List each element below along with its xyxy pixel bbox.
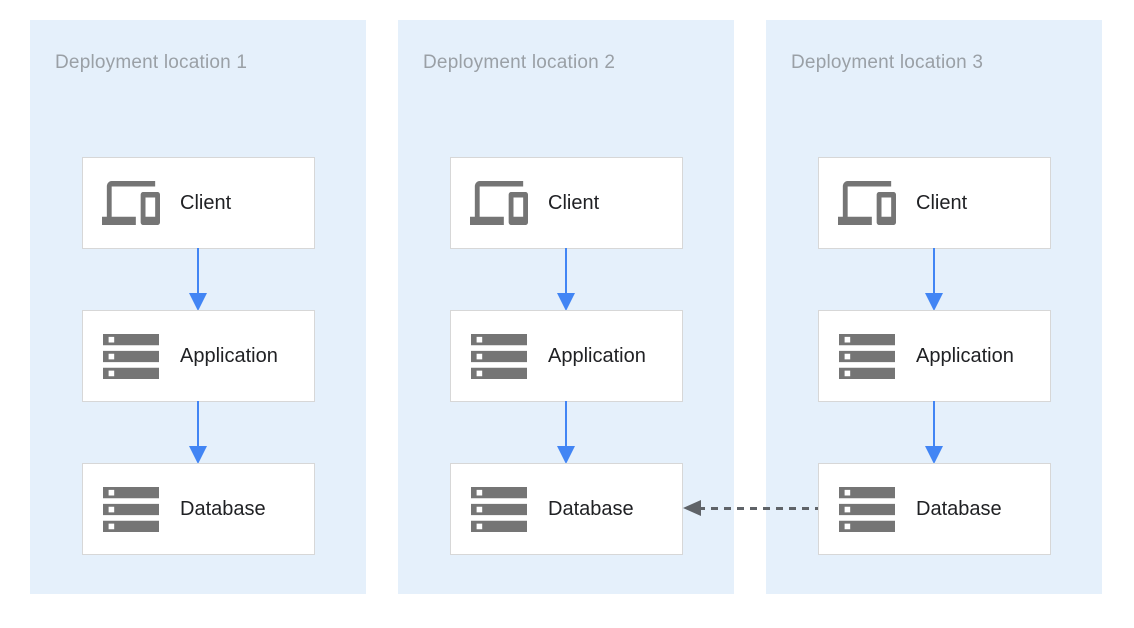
database-node: Database [82,463,315,555]
devices-icon [101,181,161,225]
application-node: Application [82,310,315,402]
panel-title: Deployment location 2 [423,52,616,73]
node-label: Client [916,191,968,214]
devices-icon [469,181,529,225]
arrow-shaft [933,248,935,294]
server-stack-icon [469,333,529,379]
node-label: Application [916,344,1014,367]
devices-icon [837,181,897,225]
arrow-head-icon [925,446,943,464]
node-label: Application [548,344,646,367]
arrow-head-icon [189,446,207,464]
node-label: Client [180,191,232,214]
arrow-client-to-application [189,248,207,311]
node-label: Client [548,191,600,214]
client-node: Client [450,157,683,249]
arrow-head-icon [925,293,943,311]
server-stack-icon [101,486,161,532]
arrow-head-icon [557,446,575,464]
database-node: Database [450,463,683,555]
application-node: Application [818,310,1051,402]
deployment-location-2-panel: Deployment location 2 Client Application [398,20,734,594]
application-node: Application [450,310,683,402]
arrow-shaft [565,401,567,447]
node-label: Database [916,497,1002,520]
arrow-shaft [197,401,199,447]
arrow-shaft [565,248,567,294]
arrow-client-to-application [557,248,575,311]
arrow-head-icon [683,500,701,516]
dashed-line [698,507,818,510]
server-stack-icon [837,486,897,532]
panel-title: Deployment location 1 [55,52,248,73]
arrow-application-to-database [557,401,575,464]
database-node: Database [818,463,1051,555]
arrow-shaft [197,248,199,294]
panel-title: Deployment location 3 [791,52,984,73]
dashed-arrow-database3-to-database2 [683,500,818,516]
deployment-location-1-panel: Deployment location 1 Client Application [30,20,366,594]
arrow-application-to-database [189,401,207,464]
arrow-head-icon [189,293,207,311]
client-node: Client [818,157,1051,249]
node-label: Database [548,497,634,520]
deployment-location-3-panel: Deployment location 3 Client Application [766,20,1102,594]
server-stack-icon [101,333,161,379]
arrow-application-to-database [925,401,943,464]
arrow-shaft [933,401,935,447]
server-stack-icon [837,333,897,379]
client-node: Client [82,157,315,249]
arrow-head-icon [557,293,575,311]
arrow-client-to-application [925,248,943,311]
node-label: Database [180,497,266,520]
server-stack-icon [469,486,529,532]
node-label: Application [180,344,278,367]
